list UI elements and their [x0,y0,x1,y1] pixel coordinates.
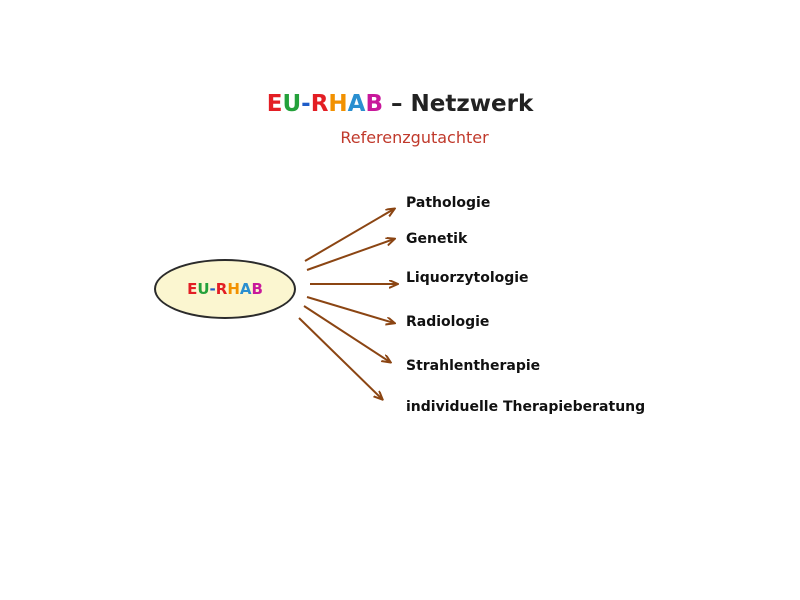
diagram-subtitle: Referenzgutachter [340,128,489,147]
target-strahlentherapie: Strahlentherapie [406,358,541,374]
target-radiologie: Radiologie [406,314,490,330]
center-node-label: EU-RHAB [187,280,263,298]
title-brand-letter: E [266,91,283,117]
arrow-therapieberatung [298,317,382,399]
target-genetik: Genetik [406,231,468,247]
center-node-letter: B [251,280,263,298]
center-node-letter: A [239,280,252,298]
target-therapieberatung: individuelle Therapieberatung [406,399,646,415]
arrow-radiologie [306,296,394,323]
center-node: EU-RHAB [154,259,296,319]
title-suffix: – Netzwerk [383,91,534,117]
target-liquorzytologie: Liquorzytologie [406,270,529,286]
title-brand-letter: - [301,91,311,117]
title-brand-letter: U [282,91,302,117]
diagram-title: EU-RHAB – Netzwerk [0,91,800,117]
title-brand-letter: B [365,91,384,117]
center-node-letter: - [209,280,216,298]
arrow-pathologie [304,209,394,262]
arrow-strahlentherapie [303,305,390,362]
title-brand-letter: A [347,91,366,117]
arrow-genetik [306,239,394,271]
center-node-letter: H [227,280,240,298]
title-brand-letter: H [328,91,348,117]
target-pathologie: Pathologie [406,195,491,211]
center-node-letter: U [197,280,210,298]
title-brand-letter: R [310,91,329,117]
center-node-letter: R [215,280,228,298]
title-brand: EU-RHAB [267,91,383,117]
center-node-letter: E [187,280,198,298]
